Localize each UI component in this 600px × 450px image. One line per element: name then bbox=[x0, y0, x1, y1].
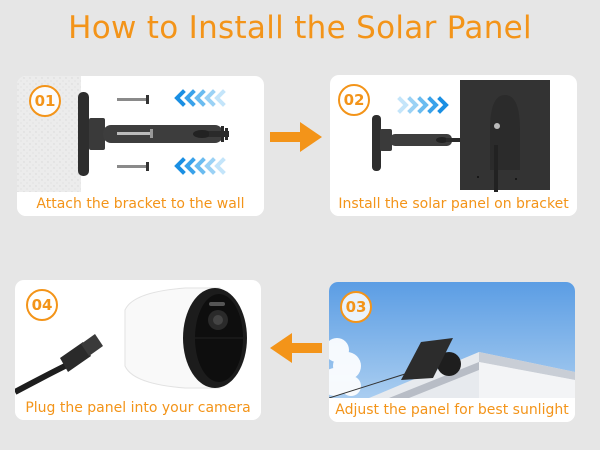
step-caption: Adjust the panel for best sunlight bbox=[329, 398, 575, 422]
step-caption: Attach the bracket to the wall bbox=[17, 192, 264, 216]
step-number-badge: 01 bbox=[29, 85, 61, 117]
step-card-03: 03 Adjust the panel for best sunlight bbox=[329, 282, 575, 422]
arrow-right-icon bbox=[270, 122, 326, 152]
step-number-badge: 02 bbox=[338, 84, 370, 116]
step-caption: Install the solar panel on bracket bbox=[330, 192, 577, 216]
cable-and-camera-illustration bbox=[15, 280, 261, 396]
chevron-left-icon bbox=[174, 89, 226, 175]
step-number-badge: 04 bbox=[26, 289, 58, 321]
bracket-and-panel-illustration bbox=[330, 75, 577, 192]
step-number-badge: 03 bbox=[340, 291, 372, 323]
step-card-04: 04 Plug the panel into your camera bbox=[15, 280, 261, 420]
page-title: How to Install the Solar Panel bbox=[68, 10, 532, 46]
step-card-02: 02 Install the solar panel on bracket bbox=[330, 75, 577, 216]
step-caption: Plug the panel into your camera bbox=[15, 396, 261, 420]
step-card-01: 01 Attach the bracket to the wall bbox=[17, 76, 264, 216]
arrow-left-icon bbox=[270, 333, 326, 363]
